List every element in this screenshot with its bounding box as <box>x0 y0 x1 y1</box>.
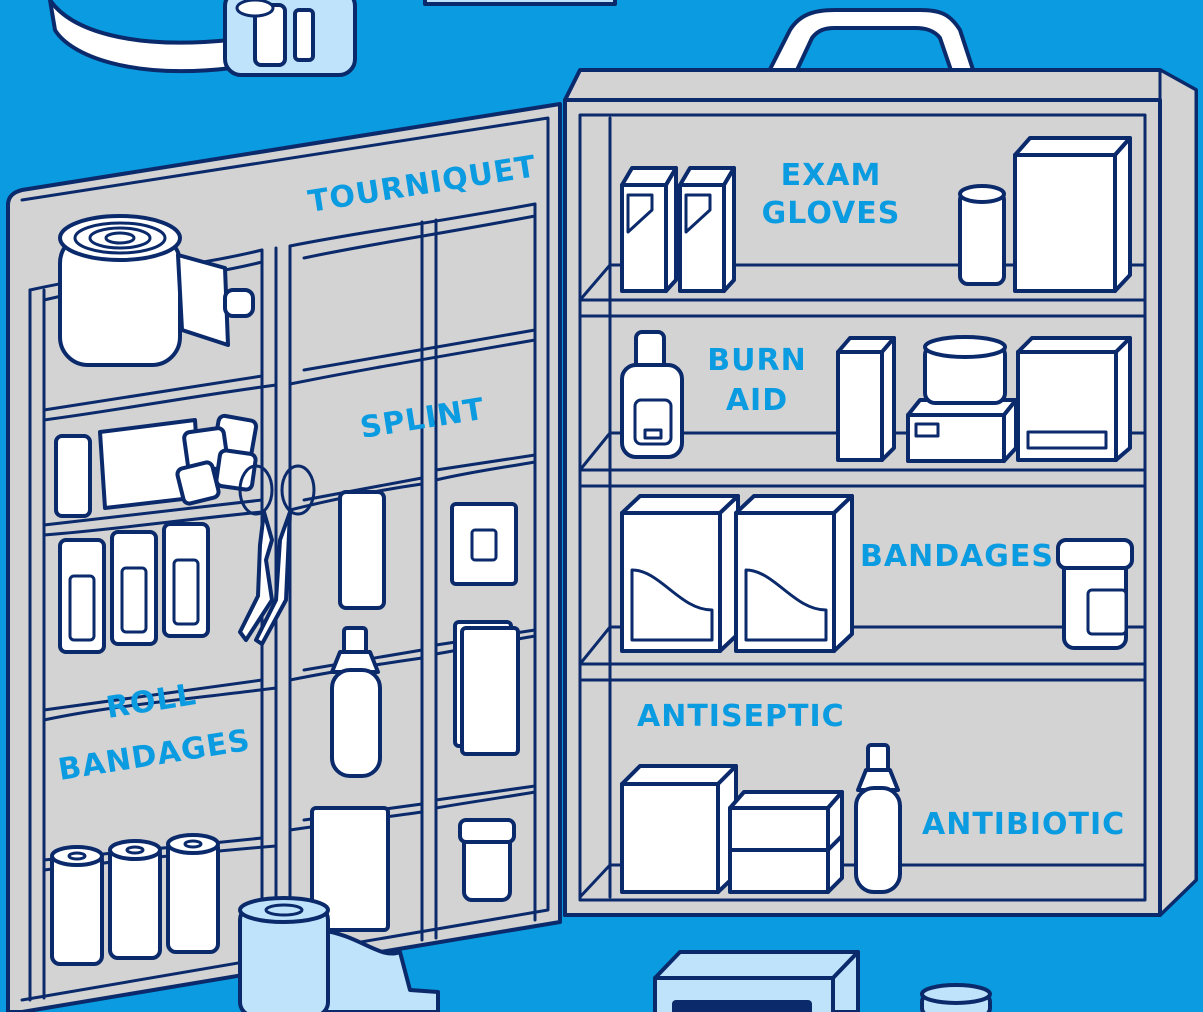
label-antiseptic: ANTISEPTIC <box>637 699 845 734</box>
roll-bandages-set <box>52 835 218 964</box>
square-bandage <box>452 504 516 584</box>
cylinder-container <box>960 186 1004 284</box>
ointment-jar <box>908 337 1016 461</box>
burn-aid-box <box>838 338 894 460</box>
bottom-device-box <box>655 952 858 1012</box>
top-box <box>425 0 615 4</box>
pill-jar-icon <box>1058 540 1132 648</box>
label-exam: EXAM <box>781 158 882 193</box>
label-burn: BURN <box>707 343 806 378</box>
strip-bandages <box>60 524 208 652</box>
label-aid: AID <box>726 383 788 418</box>
large-box <box>1015 138 1130 291</box>
bottom-jar <box>922 985 990 1012</box>
label-gloves: GLOVES <box>762 196 901 231</box>
bandage-box <box>622 496 852 651</box>
door-pill-jar <box>460 820 514 900</box>
label-antibiotic: ANTIBIOTIC <box>922 807 1125 842</box>
label-bandages: BANDAGES <box>860 539 1054 574</box>
glove-box-icon <box>622 168 734 291</box>
gauze-packets <box>455 622 518 754</box>
single-bandage-strip <box>340 492 384 608</box>
burn-dressing-box <box>1018 338 1130 460</box>
